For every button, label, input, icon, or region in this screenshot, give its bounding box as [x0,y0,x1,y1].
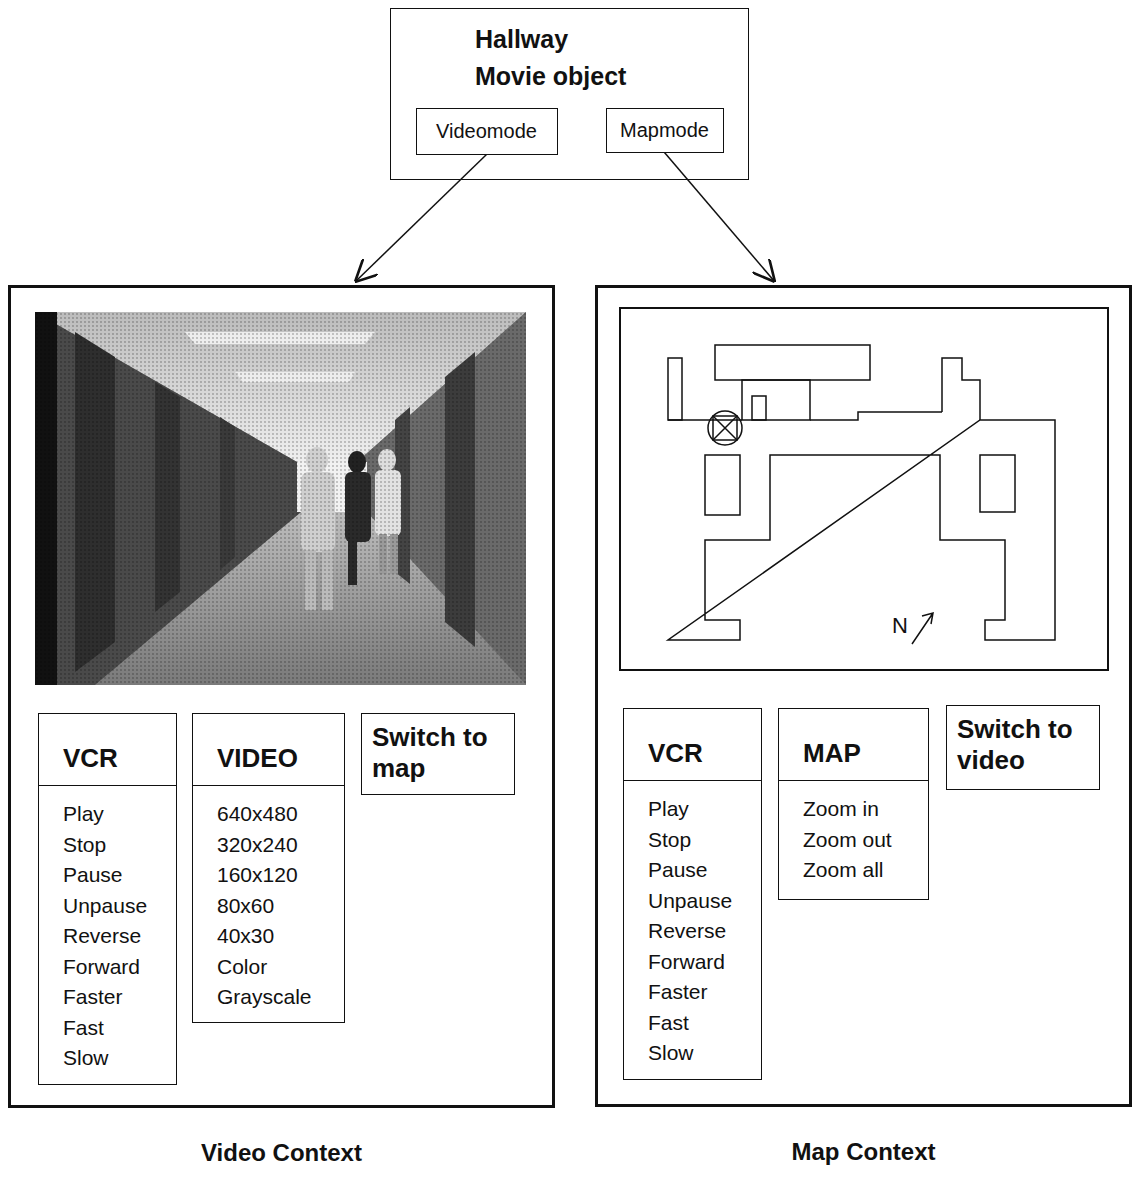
menu-item: Color [217,952,332,983]
menu-heading: VIDEO [193,714,344,786]
hallway-photo [35,312,526,685]
menu-item: Fast [648,1008,749,1039]
menu-item: Zoom all [803,855,916,886]
menu-box: MAPZoom inZoom outZoom all [778,708,929,900]
menu-item: Unpause [648,886,749,917]
mode-box: Mapmode [606,108,724,153]
menu-list: Zoom inZoom outZoom all [779,781,928,894]
switch-button: Switch to video [946,705,1100,790]
menu-item: Pause [63,860,164,891]
context-panel: VCRPlayStopPauseUnpauseReverseForwardFas… [595,285,1132,1107]
menu-item: Grayscale [217,982,332,1013]
menu-item: Stop [63,830,164,861]
menu-item: Reverse [648,916,749,947]
menu-heading: MAP [779,709,928,781]
menu-item: Play [648,794,749,825]
menu-item: Forward [63,952,164,983]
menu-item: Zoom in [803,794,916,825]
menu-box: VIDEO640x480320x240160x12080x6040x30Colo… [192,713,345,1023]
menu-item: Slow [63,1043,164,1074]
menu-item: Play [63,799,164,830]
button-label: Switch to map [372,722,504,784]
menu-item: Slow [648,1038,749,1069]
menu-item: Pause [648,855,749,886]
menu-box: VCRPlayStopPauseUnpauseReverseForwardFas… [38,713,177,1085]
button-label: Switch to video [957,714,1089,776]
context-panel: VCRPlayStopPauseUnpauseReverseForwardFas… [8,285,555,1108]
object-title: Hallway Movie object [475,21,635,95]
menu-list: 640x480320x240160x12080x6040x30ColorGray… [193,786,344,1021]
menu-heading: VCR [624,709,761,781]
menu-list: PlayStopPauseUnpauseReverseForwardFaster… [624,781,761,1077]
menu-item: 80x60 [217,891,332,922]
menu-item: Faster [648,977,749,1008]
menu-box: VCRPlayStopPauseUnpauseReverseForwardFas… [623,708,762,1080]
menu-list: PlayStopPauseUnpauseReverseForwardFaster… [39,786,176,1082]
menu-item: Fast [63,1013,164,1044]
menu-item: Forward [648,947,749,978]
menu-item: 640x480 [217,799,332,830]
menu-item: Reverse [63,921,164,952]
object-box: Videomode Mapmode Hallway Movie object [390,8,749,180]
menu-heading: VCR [39,714,176,786]
context-caption: Video Context [11,1139,552,1167]
arrow-connector [355,155,487,283]
compass-letter: N [892,614,908,638]
menu-item: Stop [648,825,749,856]
menu-item: 160x120 [217,860,332,891]
menu-item: 320x240 [217,830,332,861]
mode-box: Videomode [416,108,558,155]
arrow-connector [665,153,776,283]
mode-label: Videomode [436,119,537,143]
menu-item: 40x30 [217,921,332,952]
switch-button: Switch to map [361,713,515,795]
menu-item: Unpause [63,891,164,922]
menu-item: Zoom out [803,825,916,856]
floor-plan-map [620,308,1108,670]
context-caption: Map Context [598,1138,1129,1166]
mode-label: Mapmode [620,118,709,142]
menu-item: Faster [63,982,164,1013]
